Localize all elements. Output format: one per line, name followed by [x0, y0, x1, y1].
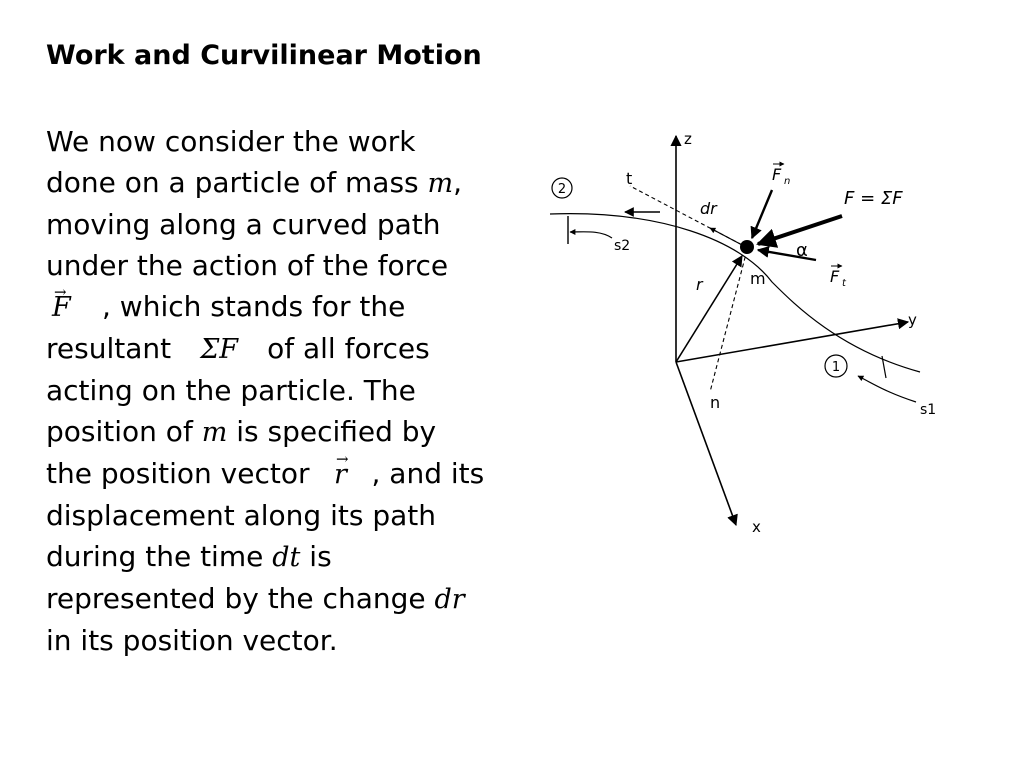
- point-2-circle: [551, 177, 573, 199]
- m-label: m: [750, 269, 766, 288]
- text-fragment: ,: [453, 166, 463, 199]
- svg-text:t: t: [842, 278, 847, 289]
- curvilinear-motion-diagram: s2 2 1 s1 z y x t n dr r m α F n F t F =…: [549, 130, 936, 536]
- svg-text:F: F: [830, 267, 840, 286]
- s1-label: s1: [920, 402, 936, 418]
- svg-text:F: F: [772, 165, 782, 184]
- displacement-symbol: dr: [434, 584, 465, 615]
- tangential-force-label: F t: [830, 263, 847, 289]
- text-line-8: position of m is specified by: [46, 411, 546, 453]
- resultant-force-symbol: ΣF: [200, 334, 239, 365]
- position-vector-arrow: [675, 255, 743, 363]
- curved-path: [549, 213, 921, 373]
- text-line-10: displacement along its path: [46, 499, 436, 532]
- text-fragment: done on a particle of mass: [46, 166, 419, 199]
- text-line-5: F , which stands for the: [46, 272, 546, 328]
- body-paragraph: We now consider the work done on a parti…: [46, 121, 546, 661]
- text-line-2: done on a particle of mass m,: [46, 162, 546, 204]
- x-axis: [675, 361, 738, 527]
- text-line-4: under the action of the force: [46, 249, 449, 282]
- slide-title: Work and Curvilinear Motion: [46, 40, 482, 71]
- point-2-label: 2: [558, 182, 566, 197]
- text-line-9: the position vector r , and its: [46, 439, 546, 495]
- t-label: t: [626, 169, 632, 188]
- dr-label: dr: [700, 199, 718, 218]
- text-line-7: acting on the particle. The: [46, 374, 416, 407]
- mass-symbol: m: [201, 417, 228, 448]
- text-fragment: , and its: [371, 457, 485, 490]
- n-label: n: [710, 393, 720, 412]
- alpha-label: α: [796, 240, 808, 261]
- normal-force-label: F n: [772, 161, 790, 187]
- normal-line: [709, 249, 748, 393]
- s2-label: s2: [614, 238, 630, 254]
- normal-force-arrow: [750, 189, 774, 240]
- z-label: z: [684, 130, 692, 148]
- y-axis: [675, 318, 910, 363]
- y-label: y: [908, 311, 917, 329]
- text-fragment: is: [309, 540, 332, 573]
- text-fragment: , which stands for the: [102, 290, 406, 323]
- position-vector-symbol: r: [334, 439, 348, 495]
- text-fragment: during the time: [46, 540, 264, 573]
- text-fragment: the position vector: [46, 457, 310, 490]
- s2-arc-arrow: [569, 228, 613, 239]
- s1-tick: [881, 355, 887, 379]
- text-fragment: of all forces: [267, 332, 430, 365]
- x-label: x: [752, 518, 761, 536]
- text-line-6: resultant ΣF of all forces: [46, 328, 546, 370]
- force-vector-symbol: F: [52, 272, 71, 328]
- resultant-force-arrow: [756, 214, 843, 248]
- point-1-circle: [824, 354, 848, 378]
- svg-text:n: n: [784, 176, 790, 187]
- text-line-11: during the time dt is: [46, 536, 546, 578]
- text-fragment: represented by the change: [46, 582, 426, 615]
- displacement-arrow: [709, 227, 745, 247]
- text-fragment: resultant: [46, 332, 172, 365]
- s1-arc-arrow: [857, 375, 917, 403]
- text-line-1: We now consider the work: [46, 125, 416, 158]
- particle-mass: [740, 240, 754, 254]
- r-label: r: [696, 275, 704, 294]
- time-differential-symbol: dt: [272, 542, 301, 573]
- tangential-force-arrow: [756, 245, 817, 262]
- resultant-force-equation: F = ΣF: [844, 188, 903, 209]
- text-line-13: in its position vector.: [46, 624, 338, 657]
- point-1-label: 1: [832, 360, 840, 375]
- text-line-3: moving along a curved path: [46, 208, 441, 241]
- text-line-12: represented by the change dr: [46, 578, 546, 620]
- text-fragment: position of: [46, 415, 193, 448]
- mass-symbol: m: [427, 168, 454, 199]
